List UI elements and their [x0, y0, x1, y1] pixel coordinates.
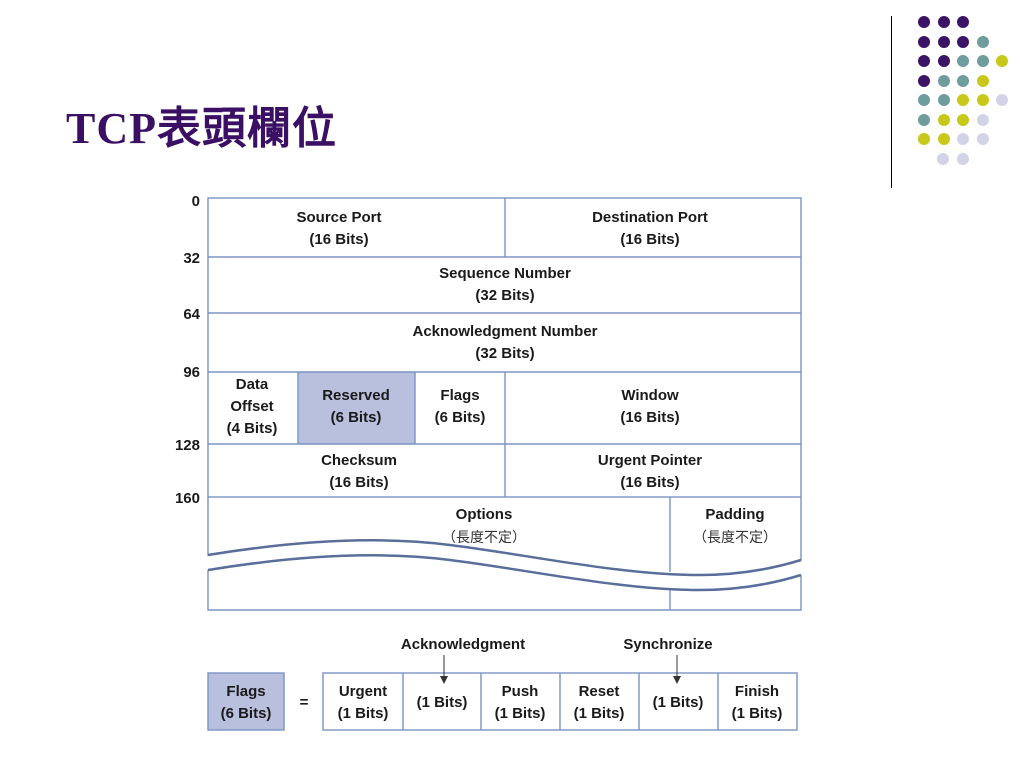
- flag-finish-bits: (1 Bits): [732, 705, 783, 722]
- sequence-number-label: Sequence Number: [439, 265, 571, 282]
- flag-synchronize-bits: (1 Bits): [653, 694, 704, 711]
- decor-dot-yellow: [957, 113, 969, 126]
- bit-marker-64: 64: [183, 306, 200, 323]
- decor-dot-lavender: [996, 94, 1008, 106]
- flag-push-label: Push: [502, 683, 539, 700]
- decor-dot-lavender: [976, 133, 989, 145]
- flag-acknowledgment-bits: (1 Bits): [417, 694, 468, 711]
- decor-dot-purple: [937, 35, 950, 48]
- break-wave: [208, 540, 801, 590]
- break-wave-bottom: [207, 554, 802, 592]
- decor-dot-lavender: [937, 152, 949, 165]
- decor-dot-purple: [957, 16, 969, 28]
- flags-cells-grid: [322, 672, 798, 731]
- ack-number-bits: (32 Bits): [475, 345, 534, 362]
- decor-dot-lavender: [976, 113, 989, 126]
- bit-marker-128: 128: [175, 437, 200, 454]
- window-bits: (16 Bits): [620, 409, 679, 426]
- decor-dot-teal: [937, 74, 950, 87]
- decor-dot-yellow: [976, 74, 989, 87]
- decor-dot-yellow: [918, 133, 930, 145]
- flags-bits: (6 Bits): [435, 409, 486, 426]
- destination-port-bits: (16 Bits): [620, 231, 679, 248]
- flag-reset-bits: (1 Bits): [574, 705, 625, 722]
- decor-dot-lavender: [957, 133, 969, 145]
- decor-dot-teal: [937, 94, 950, 106]
- decor-dot-teal: [918, 94, 930, 106]
- bit-marker-32: 32: [183, 250, 200, 267]
- data-offset-line2: Offset: [230, 398, 273, 415]
- decor-dot-purple: [937, 55, 950, 67]
- decor-dot-purple: [918, 35, 930, 48]
- decor-dot-purple: [918, 16, 930, 28]
- checksum-bits: (16 Bits): [329, 474, 388, 491]
- decor-dot-yellow: [937, 113, 950, 126]
- reserved-cell-fill: [298, 372, 415, 444]
- decor-dot-yellow: [937, 133, 950, 145]
- ack-number-label: Acknowledgment Number: [412, 323, 597, 340]
- flags-key-cell: [207, 672, 285, 731]
- flags-key-label: Flags: [226, 683, 265, 700]
- source-port-label: Source Port: [296, 209, 381, 226]
- padding-note: （長度不定）: [693, 530, 777, 546]
- options-note: （長度不定）: [442, 530, 526, 546]
- flags-label: Flags: [440, 387, 479, 404]
- decor-dot-purple: [957, 35, 969, 48]
- equals-sign: =: [300, 694, 309, 711]
- reserved-label: Reserved: [322, 387, 390, 404]
- source-port-bits: (16 Bits): [309, 231, 368, 248]
- flags-breakdown: Flags (6 Bits) = Acknowledgment Synchron…: [207, 636, 798, 731]
- decor-dot-purple: [937, 16, 950, 28]
- break-wave-top: [207, 539, 802, 577]
- flag-push-bits: (1 Bits): [495, 705, 546, 722]
- window-label: Window: [621, 387, 679, 404]
- decor-dot-teal: [957, 55, 969, 67]
- decor-dot-lavender: [956, 152, 969, 165]
- bit-markers: 0 32 64 96 128 160: [175, 193, 201, 507]
- bit-marker-160: 160: [175, 490, 200, 507]
- slide-title: TCP表頭欄位: [66, 104, 337, 153]
- decor-dot-yellow: [957, 94, 969, 106]
- decor-dot-teal: [976, 55, 989, 67]
- options-label: Options: [456, 506, 513, 523]
- flags-key-bits: (6 Bits): [221, 705, 272, 722]
- sequence-number-bits: (32 Bits): [475, 287, 534, 304]
- decor-dot-purple: [918, 74, 930, 87]
- synchronize-arrowhead: [673, 676, 681, 684]
- bit-marker-0: 0: [192, 193, 200, 210]
- decor-dot-yellow: [996, 55, 1008, 67]
- reserved-bits: (6 Bits): [331, 409, 382, 426]
- checksum-label: Checksum: [321, 452, 397, 469]
- flag-urgent-label: Urgent: [339, 683, 387, 700]
- decor-dot-teal: [957, 74, 969, 87]
- urgent-pointer-label: Urgent Pointer: [598, 452, 702, 469]
- acknowledgment-pointer-label: Acknowledgment: [401, 636, 525, 653]
- data-offset-bits: (4 Bits): [227, 420, 278, 437]
- padding-label: Padding: [705, 506, 764, 523]
- decor-dot-teal: [976, 35, 989, 48]
- data-offset-line1: Data: [236, 376, 269, 393]
- acknowledgment-arrowhead: [440, 676, 448, 684]
- flag-finish-label: Finish: [735, 683, 779, 700]
- urgent-pointer-bits: (16 Bits): [620, 474, 679, 491]
- decor-dot-yellow: [976, 94, 989, 106]
- bit-marker-96: 96: [183, 364, 200, 381]
- decor-dot-teal: [918, 113, 930, 126]
- destination-port-label: Destination Port: [592, 209, 708, 226]
- flag-reset-label: Reset: [579, 683, 620, 700]
- divider-line: [891, 16, 892, 188]
- flag-urgent-bits: (1 Bits): [338, 705, 389, 722]
- synchronize-pointer-label: Synchronize: [623, 636, 712, 653]
- decor-dot-purple: [918, 55, 930, 67]
